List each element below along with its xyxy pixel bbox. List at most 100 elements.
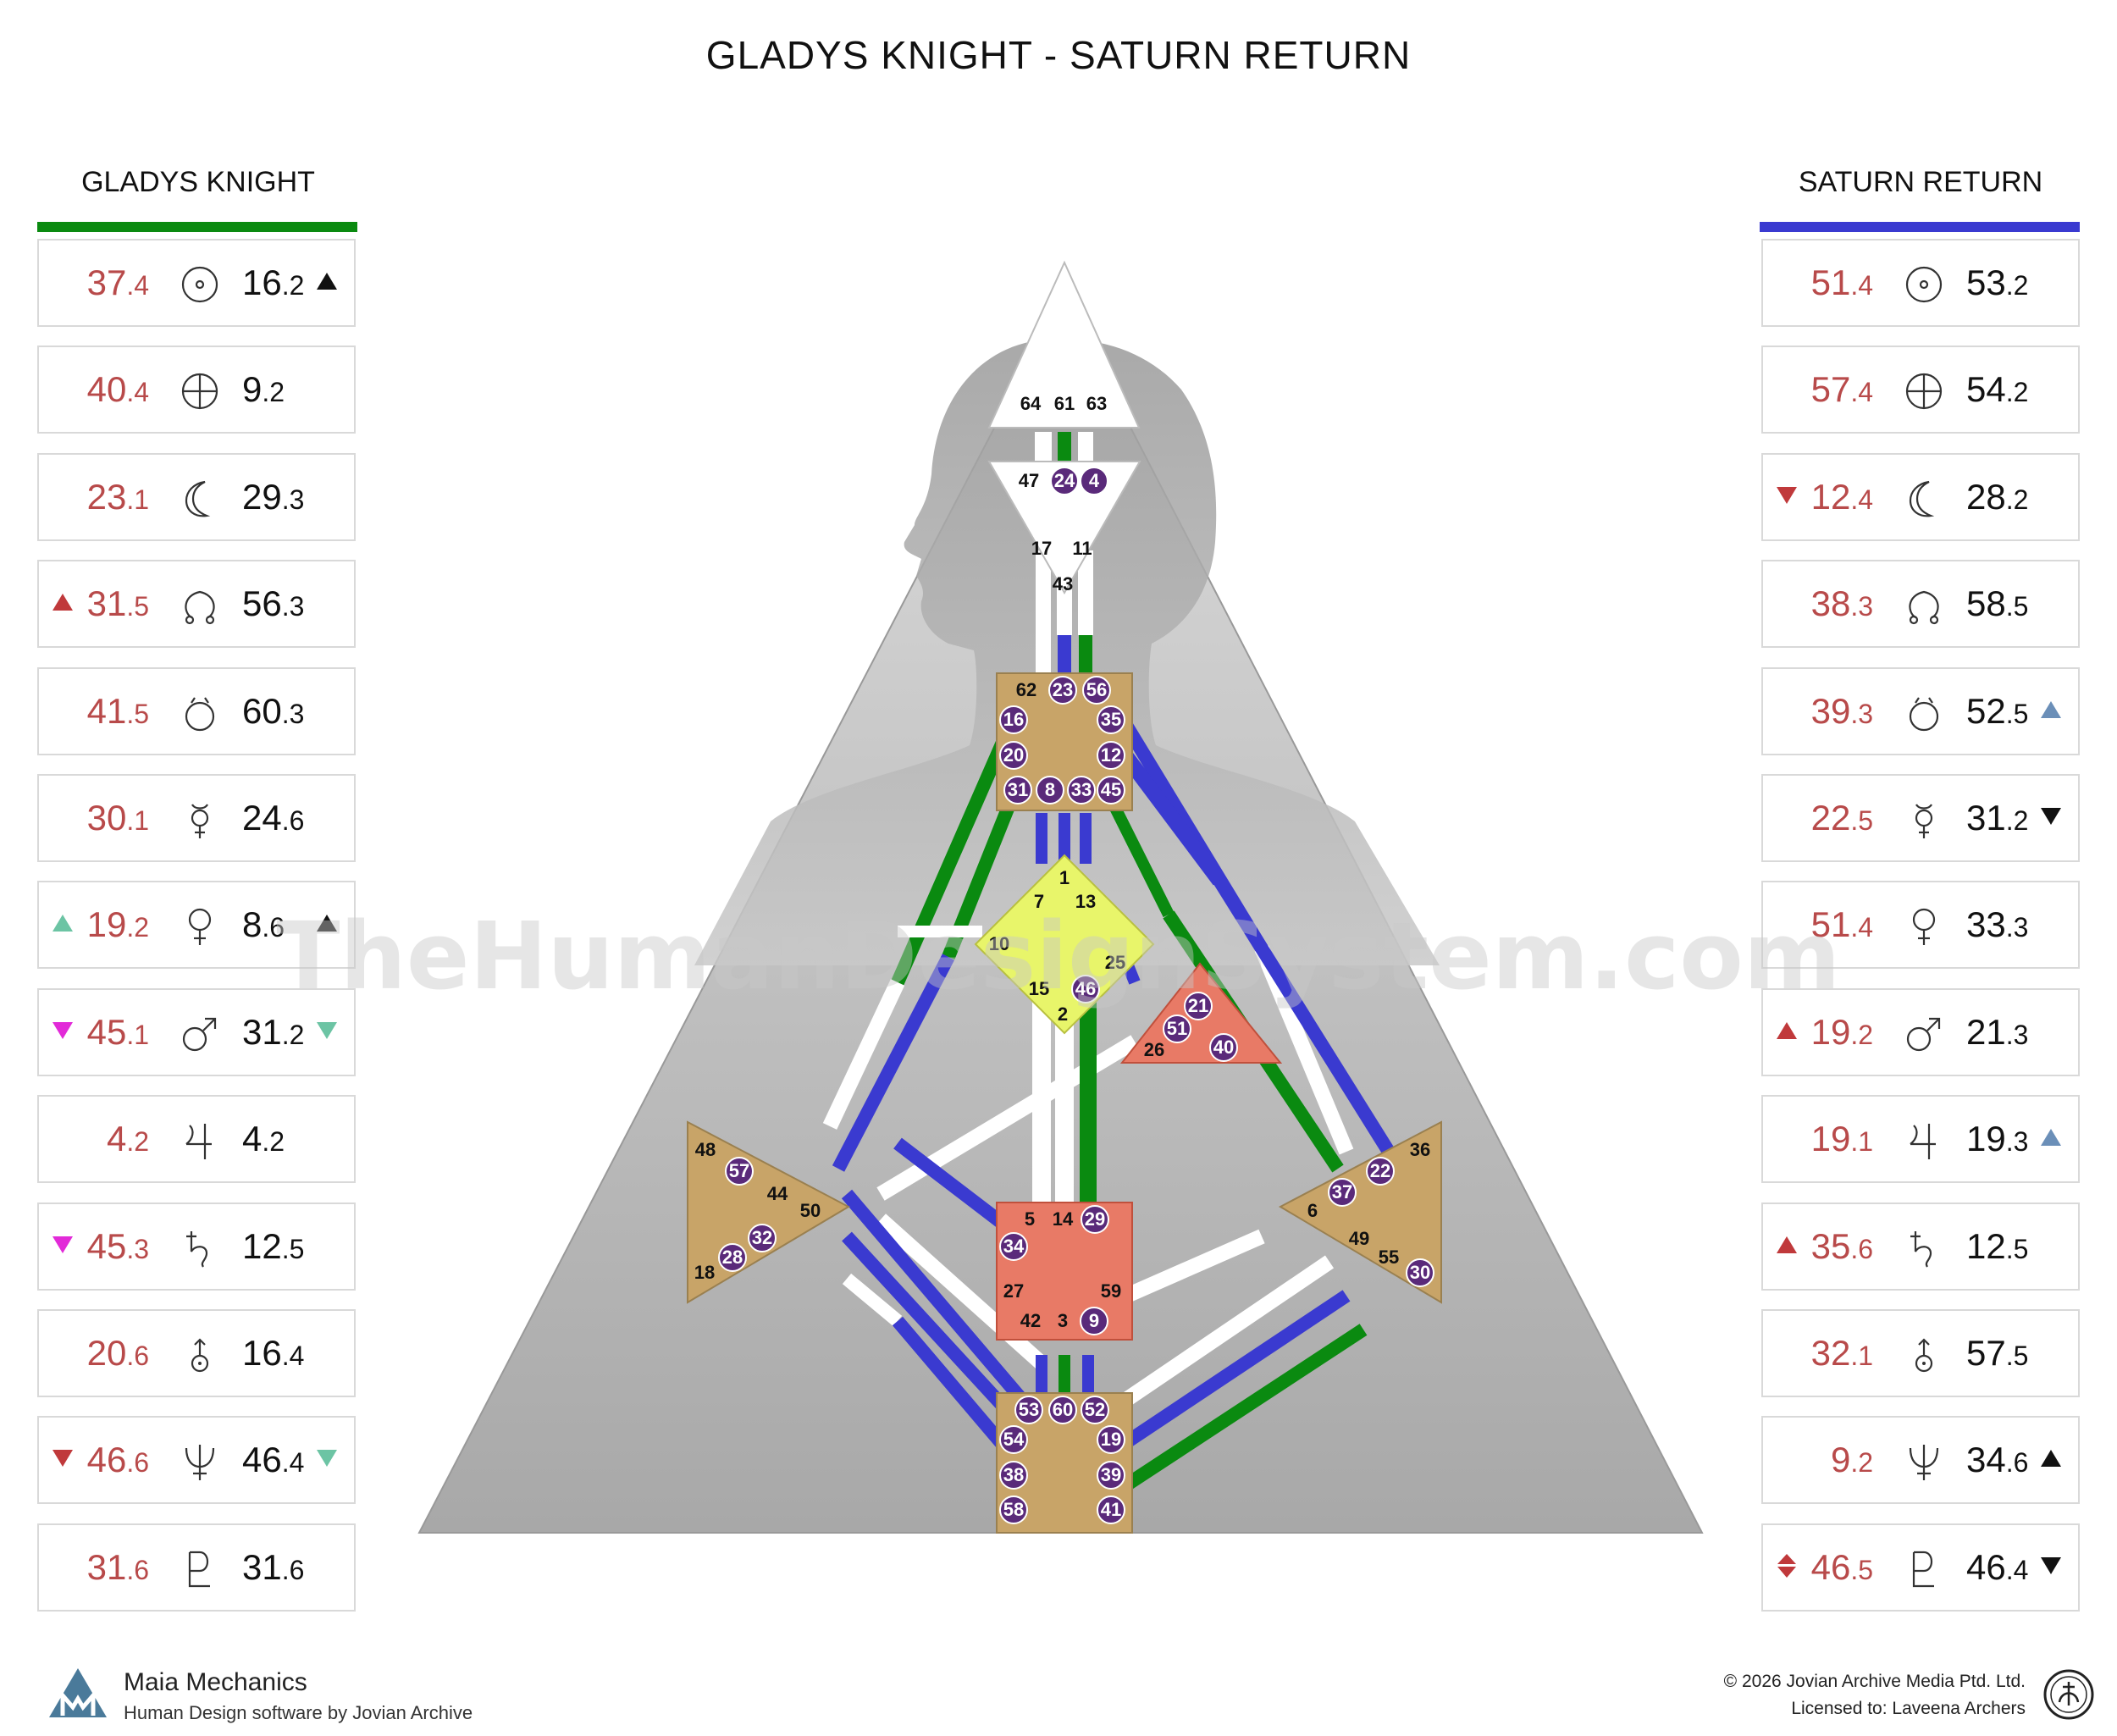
gate-number: 46 [1075, 978, 1096, 999]
design-value: 12.4 [1810, 476, 1873, 517]
personality-value: 31.2 [1966, 798, 2029, 838]
gate-number: 1 [1059, 867, 1070, 888]
personality-value: 28.2 [1966, 476, 2029, 517]
north-node-icon [1909, 591, 1939, 625]
gate-number: 49 [1349, 1228, 1369, 1249]
gate-circle [1209, 1033, 1238, 1062]
design-value: 51.4 [1810, 263, 1873, 302]
earth-icon [181, 373, 218, 410]
gate-circle [748, 1224, 777, 1252]
gate-number: 29 [1085, 1208, 1105, 1230]
south-node-icon [185, 696, 215, 731]
right-arrow-icon [317, 915, 337, 932]
mercury-icon [1915, 804, 1933, 838]
design-value: 57.4 [1810, 369, 1873, 410]
gate-circle [1071, 975, 1100, 1003]
personality-value: 29.3 [242, 476, 305, 517]
left-arrow-icon [53, 1236, 73, 1253]
page-title: GLADYS KNIGHT - SATURN RETURN [705, 33, 1412, 77]
gate-number: 50 [800, 1200, 821, 1221]
personality-value: 19.3 [1966, 1119, 2029, 1159]
south-node-icon [1909, 696, 1939, 731]
gate-number: 21 [1188, 995, 1208, 1016]
design-value: 31.5 [86, 583, 149, 624]
gate-number: 33 [1071, 779, 1092, 800]
personality-value: 16.2 [242, 263, 305, 302]
personality-value: 46.4 [1966, 1546, 2029, 1587]
gate-circle [1036, 776, 1064, 804]
gate-circle [1048, 676, 1077, 705]
gate-number: 35 [1101, 709, 1121, 730]
right-arrow-icon [2041, 1556, 2061, 1574]
mars-icon [182, 1017, 217, 1051]
right-arrow-icon [317, 1450, 337, 1468]
gate-number: 7 [1034, 891, 1044, 912]
gate-number: 4 [1089, 470, 1100, 491]
personality-value: 31.2 [242, 1011, 305, 1052]
gate-number: 20 [1003, 744, 1024, 766]
sun-icon [1905, 266, 1943, 303]
pluto-icon [1912, 1551, 1934, 1587]
gate-circle [1406, 1258, 1434, 1287]
gate-circle [1003, 776, 1032, 804]
channel-segment [1213, 876, 1395, 1156]
gate-number: 10 [989, 933, 1009, 954]
jovian-archive-seal-icon [2043, 1669, 2094, 1720]
gate-circle [1067, 776, 1096, 804]
design-value: 51.4 [1810, 904, 1873, 945]
gate-number: 53 [1019, 1399, 1039, 1420]
gate-number: 36 [1410, 1139, 1430, 1160]
right-arrow-icon [317, 273, 337, 290]
channel-segment [1088, 1290, 1351, 1471]
gate-circle [1080, 1307, 1108, 1335]
gate-number: 61 [1054, 393, 1075, 414]
left-arrow-icon [53, 1450, 73, 1468]
uranus-icon [191, 1338, 209, 1373]
pluto-icon [188, 1551, 210, 1587]
channel-segment [1088, 1324, 1368, 1513]
gate-circle [999, 1425, 1028, 1454]
gate-circle [999, 705, 1028, 734]
design-value: 9.2 [1830, 1440, 1873, 1480]
right-arrow-icon [2041, 808, 2061, 825]
design-value: 19.2 [1810, 1011, 1873, 1052]
gate-number: 45 [1101, 779, 1121, 800]
personality-value: 58.5 [1966, 583, 2029, 624]
gate-circle [1097, 1496, 1125, 1524]
design-value: 37.4 [86, 263, 149, 302]
gate-number: 11 [1072, 538, 1092, 559]
personality-value: 8.6 [242, 904, 285, 945]
gate-circle [725, 1157, 754, 1186]
gate-circle [1080, 467, 1108, 495]
right-column-title: SATURN RETURN [1798, 166, 2043, 198]
gate-circle [999, 1461, 1028, 1490]
gate-circle [1048, 1396, 1077, 1424]
design-value: 22.5 [1810, 798, 1873, 838]
design-value: 39.3 [1810, 690, 1873, 731]
north-node-icon [185, 591, 215, 625]
design-value: 40.4 [86, 369, 149, 410]
moon-icon [1909, 480, 1935, 517]
left-arrow-icon [1777, 486, 1797, 504]
personality-value: 60.3 [242, 690, 305, 731]
sacral-center [996, 1202, 1133, 1341]
personality-value: 4.2 [242, 1119, 285, 1159]
solar-plexus-center [1278, 1120, 1442, 1304]
jupiter-icon [185, 1124, 212, 1160]
gate-circle [1050, 467, 1079, 495]
venus-icon [188, 909, 212, 946]
gate-circle [1097, 1461, 1125, 1490]
gate-circle [1366, 1157, 1395, 1186]
gate-number: 48 [695, 1139, 716, 1160]
gate-number: 62 [1016, 679, 1036, 700]
channel-segment [841, 1189, 1047, 1428]
left-arrow-icon [53, 1021, 73, 1039]
